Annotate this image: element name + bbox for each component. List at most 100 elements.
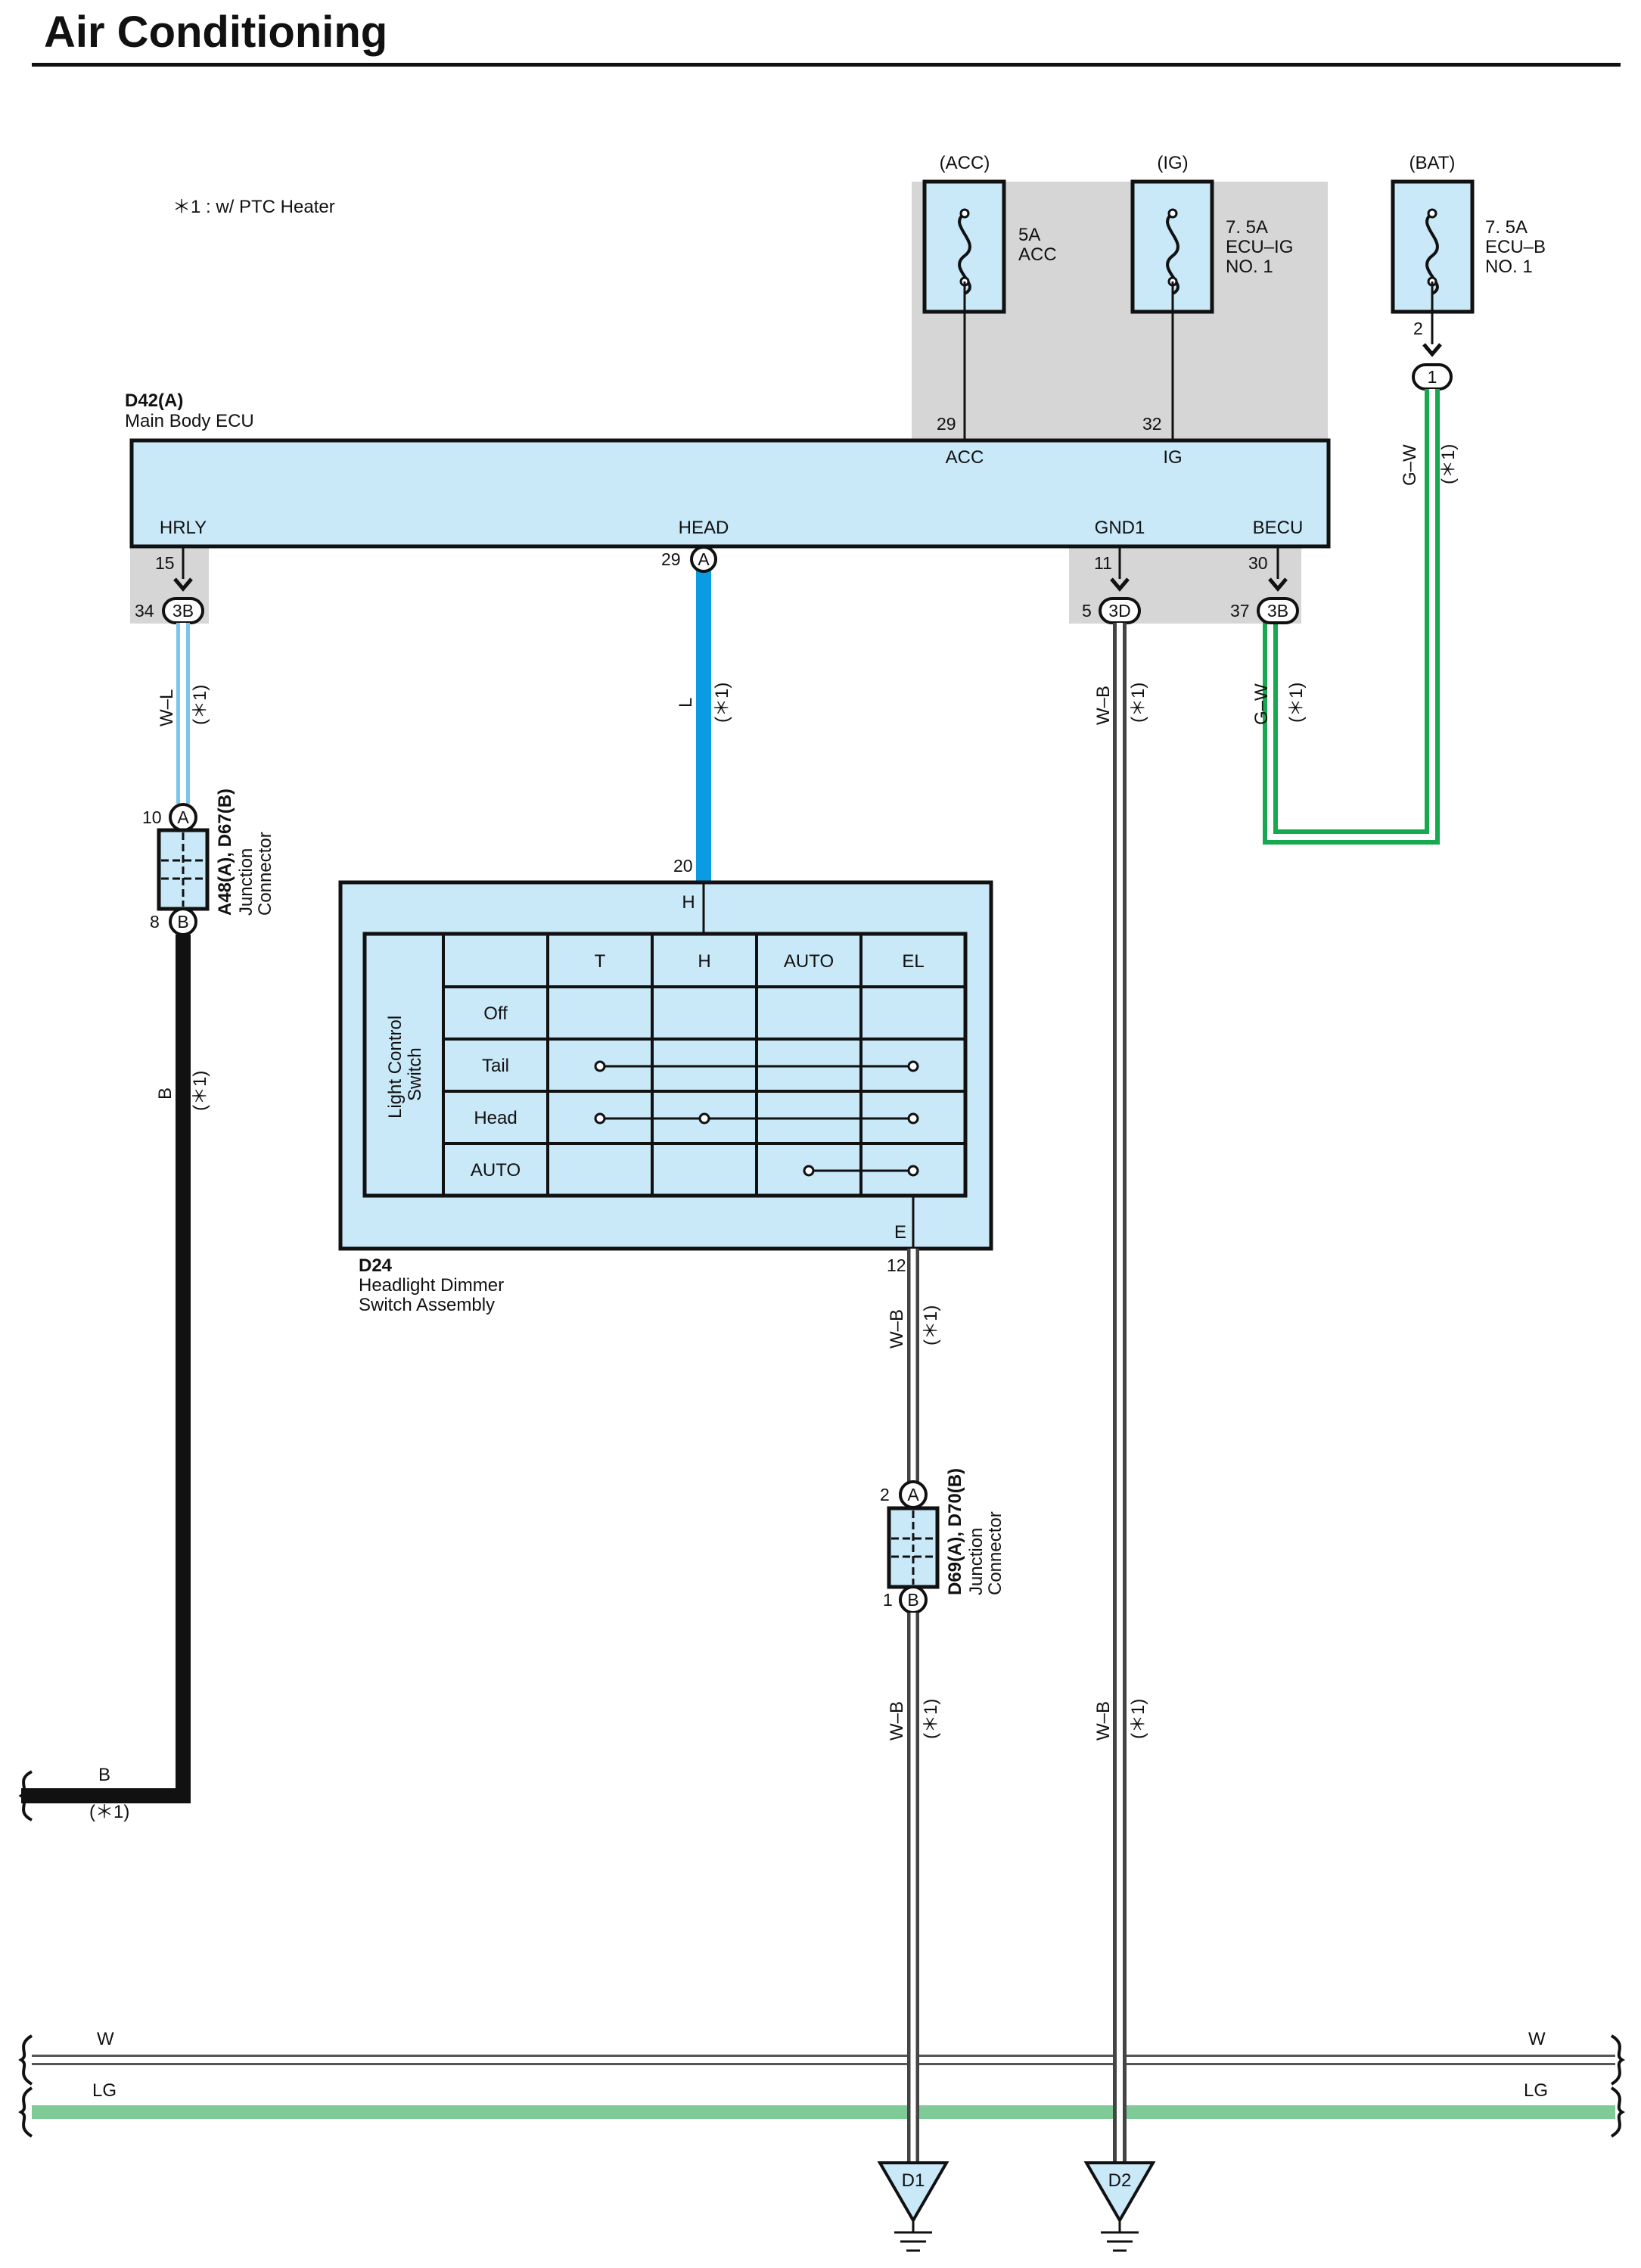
ground-d1 — [877, 2161, 949, 2252]
switch-table — [362, 932, 968, 1198]
switch-side-label-1: Light Control — [385, 1016, 406, 1118]
fuse-icon — [1166, 212, 1179, 295]
wire-hrly-color: W–L — [157, 689, 177, 726]
ecu-term-gnd1: GND1 — [1095, 518, 1145, 538]
jc1-pin-b: 8 — [150, 912, 160, 932]
pin-gnd1: 11 — [1094, 553, 1112, 573]
fuse-acc-name: ACC — [1018, 244, 1057, 265]
wire-b-horiz-note: (＊1) — [89, 1802, 129, 1822]
ptc-note: ＊1 : w/ PTC Heater — [172, 197, 335, 217]
switch-term-e: E — [894, 1222, 906, 1243]
fuse-bat-rating: 7. 5A — [1485, 217, 1528, 238]
continuation-brace — [1610, 2034, 1625, 2086]
wire-gnd1-color: W–B — [1093, 686, 1114, 725]
ground-d2 — [1083, 2161, 1156, 2252]
fuse-ig-rating: 7. 5A — [1226, 217, 1268, 238]
title-underline — [32, 63, 1621, 67]
switch-name-2: Switch Assembly — [359, 1295, 495, 1315]
wire-b-horiz-color: B — [98, 1765, 110, 1785]
switch-row-off: Off — [483, 1003, 508, 1024]
switch-term-h: H — [682, 892, 695, 913]
supply-ig: (IG) — [1157, 153, 1188, 173]
chevron-down-icon — [1110, 577, 1130, 592]
fuse-bat-no: NO. 1 — [1485, 257, 1533, 277]
page-title: Air Conditioning — [44, 8, 387, 57]
jc2-codes: D69(A), D70(B) — [945, 1468, 965, 1595]
jc1-conn-b-label: B — [177, 912, 188, 932]
fuse-acc-rating: 5A — [1018, 225, 1040, 245]
junction-becu-3b — [1257, 597, 1299, 624]
continuation-brace — [18, 1770, 33, 1822]
switch-pin-h: 20 — [673, 856, 693, 876]
contact-auto — [803, 1165, 919, 1177]
junction-gnd1-pin: 5 — [1082, 601, 1092, 621]
ecu-name: Main Body ECU — [125, 411, 254, 431]
head-conn-label: A — [698, 549, 710, 569]
ground-d2-label: D2 — [1108, 2170, 1132, 2191]
jc2-name-1: Junction — [966, 1528, 987, 1595]
switch-col-h: H — [698, 951, 710, 972]
jc2-pin-a: 2 — [880, 1485, 890, 1504]
switch-side-label-2: Switch — [405, 1047, 425, 1101]
junction-connector-2 — [887, 1506, 940, 1589]
wire-e-upper-note: (＊1) — [921, 1305, 941, 1346]
pin-ig: 32 — [1142, 414, 1162, 434]
pin-bat: 2 — [1413, 319, 1423, 338]
switch-code: D24 — [359, 1255, 393, 1276]
wire-e-lower-color: W–B — [887, 1701, 907, 1741]
main-body-ecu — [129, 438, 1331, 549]
fuse-ig-no: NO. 1 — [1226, 257, 1273, 277]
fuse-bat-name: ECU–B — [1485, 237, 1546, 257]
fuse-icon — [958, 212, 971, 295]
ecu-term-acc: ACC — [946, 447, 984, 468]
jc1-codes: A48(A), D67(B) — [215, 789, 235, 916]
contact-tail — [594, 1060, 919, 1072]
continuation-brace — [18, 2034, 33, 2086]
chevron-down-icon — [1422, 343, 1442, 357]
wire-bat-color: G–W — [1400, 444, 1420, 486]
wire-b-color: B — [155, 1087, 176, 1100]
junction-hrly-label: 3B — [172, 601, 194, 621]
ground-icon — [877, 2161, 949, 2223]
wire-e-lower-note: (＊1) — [921, 1699, 941, 1739]
switch-row-head: Head — [474, 1108, 517, 1128]
jc1-conn-a-label: A — [177, 807, 189, 827]
wire-bat-note: (＊1) — [1438, 444, 1459, 484]
wire-hrly-note: (＊1) — [190, 685, 210, 725]
pin-head: 29 — [661, 549, 681, 569]
head-conn — [690, 546, 717, 573]
ecu-code: D42(A) — [125, 390, 183, 411]
supply-bat: (BAT) — [1409, 153, 1456, 173]
bus-lg-label-right: LG — [1524, 2080, 1548, 2101]
ground-d1-label: D1 — [902, 2170, 925, 2191]
jc1-name-2: Connector — [255, 832, 275, 916]
switch-row-auto: AUTO — [471, 1160, 521, 1181]
jc2-pin-b: 1 — [883, 1590, 893, 1610]
pin-becu: 30 — [1248, 553, 1268, 573]
wire-bat-gw — [1263, 389, 1440, 845]
switch-pin-e: 12 — [887, 1255, 906, 1275]
ecu-term-hrly: HRLY — [160, 518, 207, 538]
switch-row-tail: Tail — [482, 1056, 509, 1076]
jc2-conn-a-label: A — [907, 1485, 919, 1504]
wire-gnd-lower-color: W–B — [1093, 1701, 1114, 1741]
bat-connector-label: 1 — [1428, 367, 1437, 387]
bus-lg-label-left: LG — [92, 2080, 117, 2101]
bus-w-label-left: W — [97, 2029, 114, 2049]
fuse-icon — [1425, 212, 1439, 295]
switch-col-auto: AUTO — [784, 951, 834, 972]
fuse-ig-name: ECU–IG — [1226, 237, 1293, 257]
wire-becu-note: (＊1) — [1286, 683, 1307, 723]
junction-hrly-pin: 34 — [135, 601, 154, 621]
wire-becu-color: G–W — [1251, 683, 1272, 725]
wire-b-note: (＊1) — [190, 1071, 210, 1111]
wire-e-upper-color: W–B — [887, 1309, 907, 1349]
junction-becu-pin: 37 — [1230, 601, 1250, 621]
junction-connector-1 — [157, 828, 210, 911]
wire-head-note: (＊1) — [712, 683, 732, 723]
ecu-term-head: HEAD — [679, 518, 729, 538]
continuation-brace — [1610, 2086, 1625, 2138]
jc1-pin-a: 10 — [142, 807, 162, 827]
continuation-brace — [18, 2086, 33, 2138]
